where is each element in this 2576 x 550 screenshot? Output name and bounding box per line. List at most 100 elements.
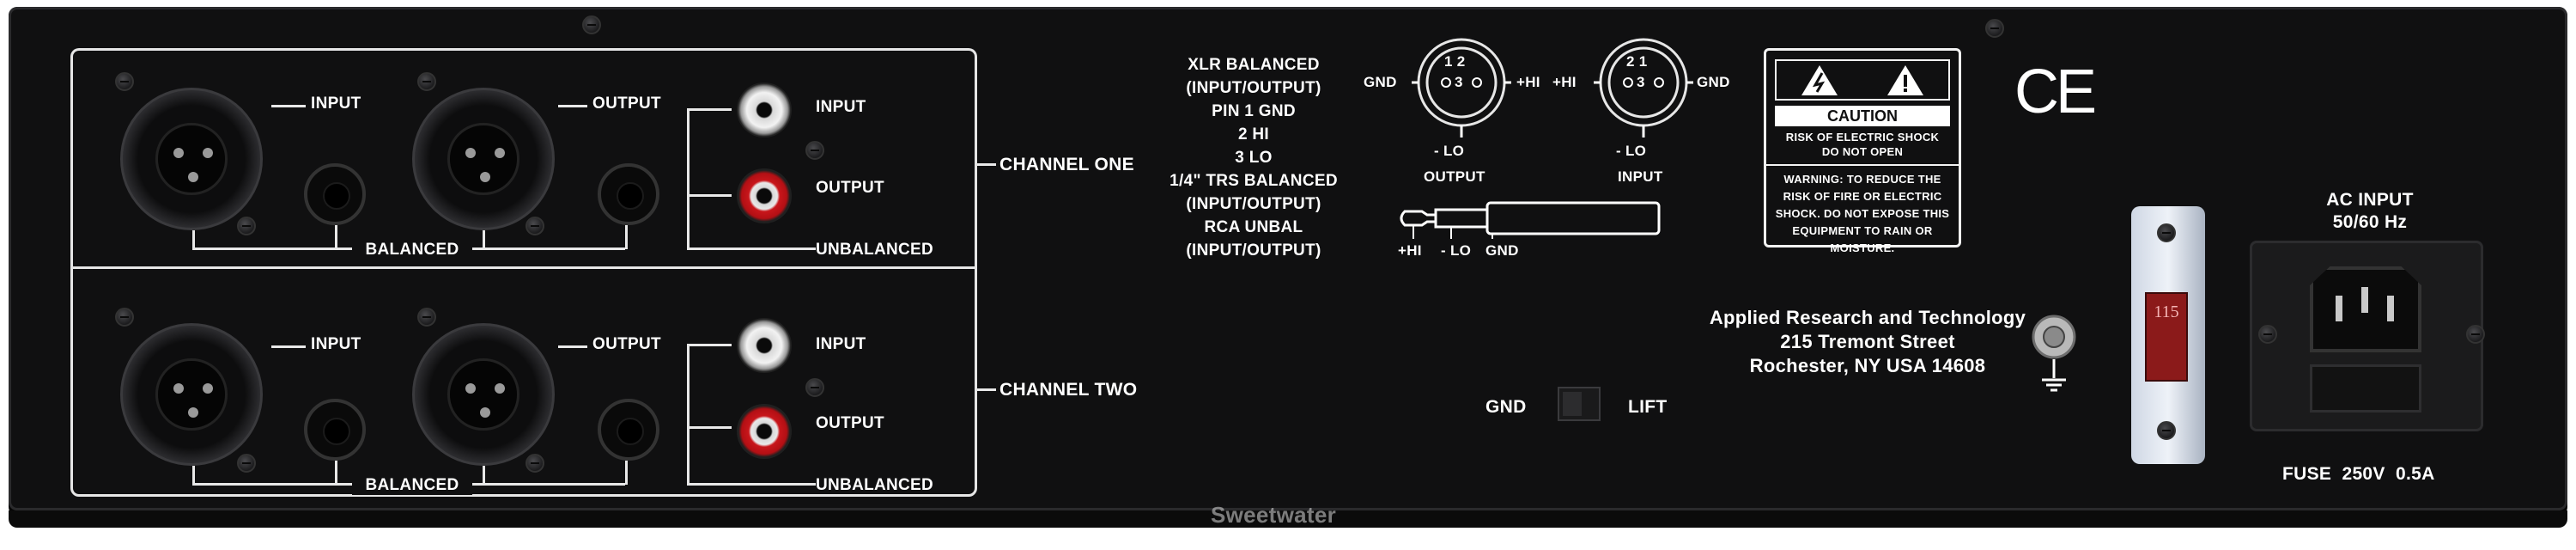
- wiring-line: (INPUT/OUTPUT): [1186, 241, 1321, 260]
- ac-power-inlet[interactable]: [2250, 241, 2483, 431]
- warning-text-line: WARNING: TO REDUCE THE: [1783, 173, 1941, 186]
- trs-gnd: GND: [1485, 242, 1519, 259]
- xlr-output-pin3: 3: [1455, 74, 1463, 90]
- trs-plug-diagram-icon: [1400, 201, 1661, 239]
- channel-two-balanced-label: BALANCED: [352, 476, 472, 495]
- channel-one-frame: [70, 48, 977, 273]
- warning-risk: RISK OF ELECTRIC SHOCK: [1785, 131, 1940, 144]
- mount-screw-icon: [237, 217, 256, 235]
- wiring-line: RCA UNBAL: [1204, 218, 1303, 236]
- mount-screw-icon: [805, 378, 824, 397]
- channel-two-rca-input-label: INPUT: [816, 335, 866, 353]
- wiring-line: (INPUT/OUTPUT): [1186, 79, 1321, 97]
- channel-one-xlr-output[interactable]: [412, 88, 555, 230]
- channel-one-xlr-input[interactable]: [120, 88, 263, 230]
- channel-two-trs-output[interactable]: [598, 399, 659, 461]
- wiring-line: 3 LO: [1235, 149, 1273, 167]
- voltage-selector-window[interactable]: 115: [2145, 292, 2188, 382]
- xlr-input-pins: 2 1: [1626, 53, 1648, 70]
- chassis-bottom-lip: [9, 510, 2567, 528]
- mount-screw-icon: [237, 454, 256, 473]
- channel-two-xlr-input[interactable]: [120, 323, 263, 466]
- mount-screw-icon: [417, 308, 436, 327]
- xlr-output-label: OUTPUT: [1424, 168, 1485, 185]
- ac-input-title: AC INPUT: [2326, 190, 2414, 210]
- xlr-output-pins: 1 2: [1444, 53, 1466, 70]
- channel-one-name: CHANNEL ONE: [999, 155, 1134, 174]
- xlr-output-pinout-icon: [1412, 38, 1511, 138]
- manufacturer-street: 215 Tremont Street: [1780, 331, 1955, 352]
- xlr-output-gnd: GND: [1364, 74, 1397, 90]
- wiring-legend: XLR BALANCED (INPUT/OUTPUT) PIN 1 GND 2 …: [1151, 53, 1357, 262]
- mount-screw-icon: [2258, 325, 2277, 344]
- channel-two-frame: [70, 266, 977, 497]
- channel-one-balanced-label: BALANCED: [352, 241, 472, 260]
- xlr-output-hi: +HI: [1516, 74, 1540, 90]
- mount-screw-icon: [526, 217, 544, 235]
- trs-hi: +HI: [1398, 242, 1422, 259]
- xlr-input-lo: - LO: [1616, 143, 1647, 159]
- channel-two-rca-output[interactable]: [737, 404, 792, 459]
- ground-switch-gnd-label: GND: [1485, 397, 1527, 417]
- mount-screw-icon: [805, 141, 824, 160]
- exclamation-warning-icon: [1887, 65, 1923, 95]
- ground-switch-lift-label: LIFT: [1628, 397, 1668, 417]
- wiring-line: 2 HI: [1237, 125, 1270, 144]
- voltage-selector-value: 115: [2154, 302, 2179, 321]
- warning-text-line: EQUIPMENT TO RAIN OR: [1792, 224, 1933, 237]
- channel-one-output-label: OUTPUT: [592, 95, 661, 113]
- fuse-drawer[interactable]: [2310, 364, 2421, 412]
- xlr-output-lo: - LO: [1434, 143, 1465, 159]
- channel-one-trs-input[interactable]: [304, 163, 366, 225]
- wiring-line: 1/4" TRS BALANCED: [1170, 172, 1338, 190]
- channel-two-name: CHANNEL TWO: [999, 380, 1138, 400]
- warning-text-line: SHOCK. DO NOT EXPOSE THIS: [1775, 207, 1950, 220]
- caution-banner: CAUTION: [1775, 106, 1950, 126]
- xlr-input-gnd: GND: [1697, 74, 1730, 90]
- warning-symbols: [1775, 59, 1950, 101]
- channel-two-xlr-output[interactable]: [412, 323, 555, 466]
- channel-one-rca-input[interactable]: [737, 82, 792, 138]
- manufacturer-city: Rochester, NY USA 14608: [1749, 355, 1986, 376]
- fuse-rating: FUSE 250V 0.5A: [2282, 464, 2435, 484]
- channel-two-rca-output-label: OUTPUT: [816, 414, 884, 432]
- channel-two-rca-input[interactable]: [737, 318, 792, 373]
- channel-one-rca-input-label: INPUT: [816, 98, 866, 116]
- trs-lo: - LO: [1441, 242, 1472, 259]
- channel-one-trs-output[interactable]: [598, 163, 659, 225]
- mount-screw-icon: [115, 308, 134, 327]
- mount-screw-icon: [115, 72, 134, 91]
- manufacturer-name: Applied Research and Technology: [1709, 307, 2026, 328]
- mount-screw-icon: [2466, 325, 2485, 344]
- channel-two-input-label: INPUT: [311, 335, 361, 353]
- mount-screw-icon: [417, 72, 436, 91]
- watermark: Sweetwater: [1211, 502, 1337, 528]
- channel-one-rca-output[interactable]: [737, 168, 792, 223]
- warning-label: CAUTION RISK OF ELECTRIC SHOCK DO NOT OP…: [1764, 48, 1961, 254]
- ground-lift-switch[interactable]: [1558, 387, 1601, 421]
- warning-text-line: MOISTURE.: [1830, 241, 1895, 254]
- xlr-input-pin3: 3: [1637, 74, 1645, 90]
- channel-two-trs-input[interactable]: [304, 399, 366, 461]
- ce-mark: CE: [2014, 58, 2097, 126]
- xlr-input-label: INPUT: [1618, 168, 1663, 185]
- lightning-warning-icon: [1801, 65, 1838, 95]
- voltage-selector-plate: 115: [2131, 206, 2205, 464]
- warning-text-line: RISK OF FIRE OR ELECTRIC: [1783, 190, 1942, 203]
- chassis-screw-icon: [1985, 19, 2004, 38]
- wiring-line: (INPUT/OUTPUT): [1186, 195, 1321, 213]
- chassis-screw-icon: [582, 15, 601, 34]
- warning-no-open: DO NOT OPEN: [1821, 145, 1904, 158]
- xlr-input-hi: +HI: [1552, 74, 1577, 90]
- channel-two-unbalanced-label: UNBALANCED: [816, 476, 934, 494]
- mount-screw-icon: [526, 454, 544, 473]
- channel-two-output-label: OUTPUT: [592, 335, 661, 353]
- ac-input-freq: 50/60 Hz: [2332, 212, 2408, 232]
- xlr-input-pinout-icon: [1594, 38, 1693, 138]
- ground-terminal-icon[interactable]: [2028, 311, 2080, 397]
- wiring-line: XLR BALANCED: [1188, 56, 1320, 74]
- wiring-line: PIN 1 GND: [1212, 102, 1296, 120]
- channel-one-rca-output-label: OUTPUT: [816, 179, 884, 197]
- channel-one-unbalanced-label: UNBALANCED: [816, 241, 934, 259]
- channel-one-input-label: INPUT: [311, 95, 361, 113]
